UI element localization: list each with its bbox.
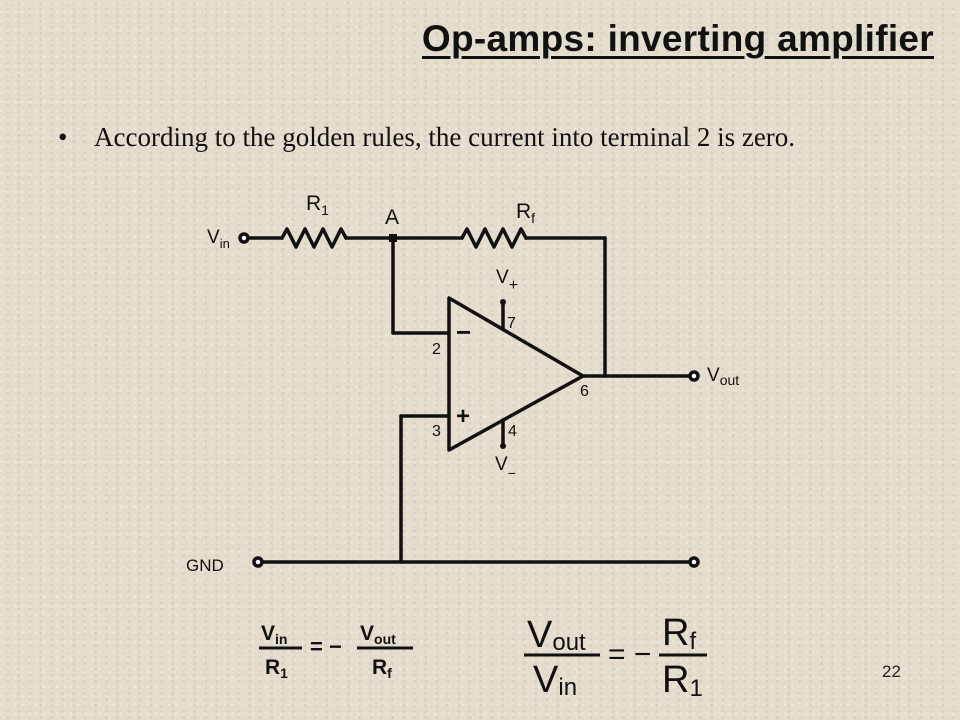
terminal-vout [688, 370, 700, 382]
resistor-r1 [280, 227, 348, 249]
inverting-sign: − [456, 317, 471, 347]
gnd-label: GND [186, 556, 224, 575]
pin-2-label: 2 [432, 341, 441, 358]
eq1-numerator-right: Vout [360, 622, 396, 647]
eq1-numerator-left: Vin [261, 622, 287, 647]
eq2-denominator-right: R1 [662, 659, 703, 702]
eq1-denominator-right: Rf [372, 656, 392, 681]
eq2-operator: = − [608, 638, 651, 671]
eq2-numerator-left: Vout [527, 614, 586, 656]
vplus-label: V+ [496, 267, 518, 294]
pin-7-label: 7 [507, 315, 516, 332]
bullet-item: • According to the golden rules, the cur… [58, 118, 878, 156]
vin-label: Vin [207, 227, 230, 251]
equation-small: Vin R1 = − Vout Rf [259, 622, 413, 681]
bullet-text: According to the golden rules, the curre… [94, 122, 796, 152]
bullet-marker: • [58, 122, 68, 152]
terminal-gnd [252, 556, 264, 568]
eq1-operator: = − [310, 634, 342, 659]
vplus-dot [500, 299, 506, 305]
terminal-vin [238, 232, 250, 244]
node-a-label: A [385, 206, 399, 229]
vminus-label: V− [495, 454, 516, 481]
equation-large: Vout Vin = − Rf R1 [524, 612, 707, 702]
r1-label: R1 [306, 192, 329, 218]
vminus-dot [500, 443, 506, 449]
pin-3-label: 3 [432, 423, 441, 440]
rf-label: Rf [516, 200, 535, 226]
slide-number: 22 [882, 662, 901, 681]
eq2-denominator-left: Vin [533, 659, 577, 701]
resistor-rf [460, 227, 528, 249]
vout-label: Vout [707, 365, 739, 388]
opamp-triangle [447, 296, 585, 452]
pin-4-label: 4 [508, 423, 517, 440]
pin-6-label: 6 [580, 383, 589, 400]
slide-title: Op-amps: inverting amplifier [421, 18, 934, 59]
noninverting-sign: + [456, 403, 470, 430]
eq2-numerator-right: Rf [662, 612, 696, 655]
terminal-gnd-right [688, 556, 700, 568]
eq1-denominator-left: R1 [265, 656, 288, 681]
node-a-dot [389, 234, 397, 242]
